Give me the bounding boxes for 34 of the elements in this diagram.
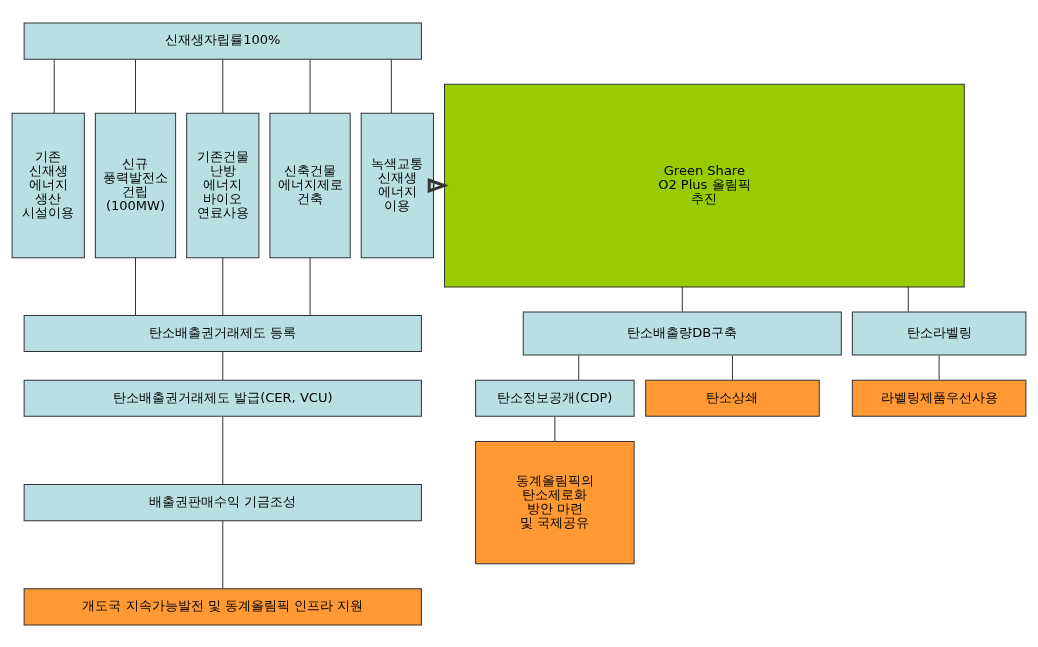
node-box: 기존건물 난방 에너지 바이오 연료사용	[186, 112, 260, 258]
node-box: 기존 신재생 에너지 생산 시설이용	[11, 112, 85, 258]
connector	[938, 354, 940, 380]
connector	[309, 58, 311, 114]
node-box: 신규 풍력발전소 건립 (100MW)	[94, 112, 177, 258]
node-box: Green Share O2 Plus 올림픽 추진	[444, 83, 965, 287]
connector	[222, 519, 224, 589]
node-box: 탄소정보공개(CDP)	[475, 379, 635, 417]
connector	[222, 58, 224, 114]
node-box: 신재생자립률100%	[23, 22, 422, 60]
connector	[681, 286, 683, 312]
node-box: 탄소배출권거래제도 등록	[23, 314, 422, 352]
arrow	[427, 177, 449, 193]
node-box: 배출권판매수익 기금조성	[23, 483, 422, 521]
connector	[53, 58, 55, 114]
connector	[309, 256, 311, 316]
node-box: 신축건물 에너지제로 건축	[269, 112, 351, 258]
node-box: 탄소배출량DB구축	[522, 310, 842, 356]
connector	[135, 256, 136, 316]
connector	[731, 354, 733, 380]
connector	[554, 415, 556, 442]
connector	[135, 58, 136, 114]
node-box: 탄소상쇄	[645, 379, 820, 417]
connector	[907, 286, 909, 312]
node-box: 탄소배출권거래제도 발급(CER, VCU)	[23, 379, 422, 417]
connector	[390, 58, 392, 114]
node-box: 탄소라벨링	[851, 310, 1027, 356]
node-box: 동계올림픽의 탄소제로화 방안 마련 및 국제공유	[475, 440, 635, 564]
connector	[222, 415, 224, 485]
node-box: 개도국 지속가능발전 및 동계올림픽 인프라 지원	[23, 587, 422, 625]
connector	[222, 256, 224, 316]
connector	[578, 354, 580, 380]
connector	[222, 350, 224, 381]
node-box: 라벨링제품우선사용	[851, 379, 1027, 417]
